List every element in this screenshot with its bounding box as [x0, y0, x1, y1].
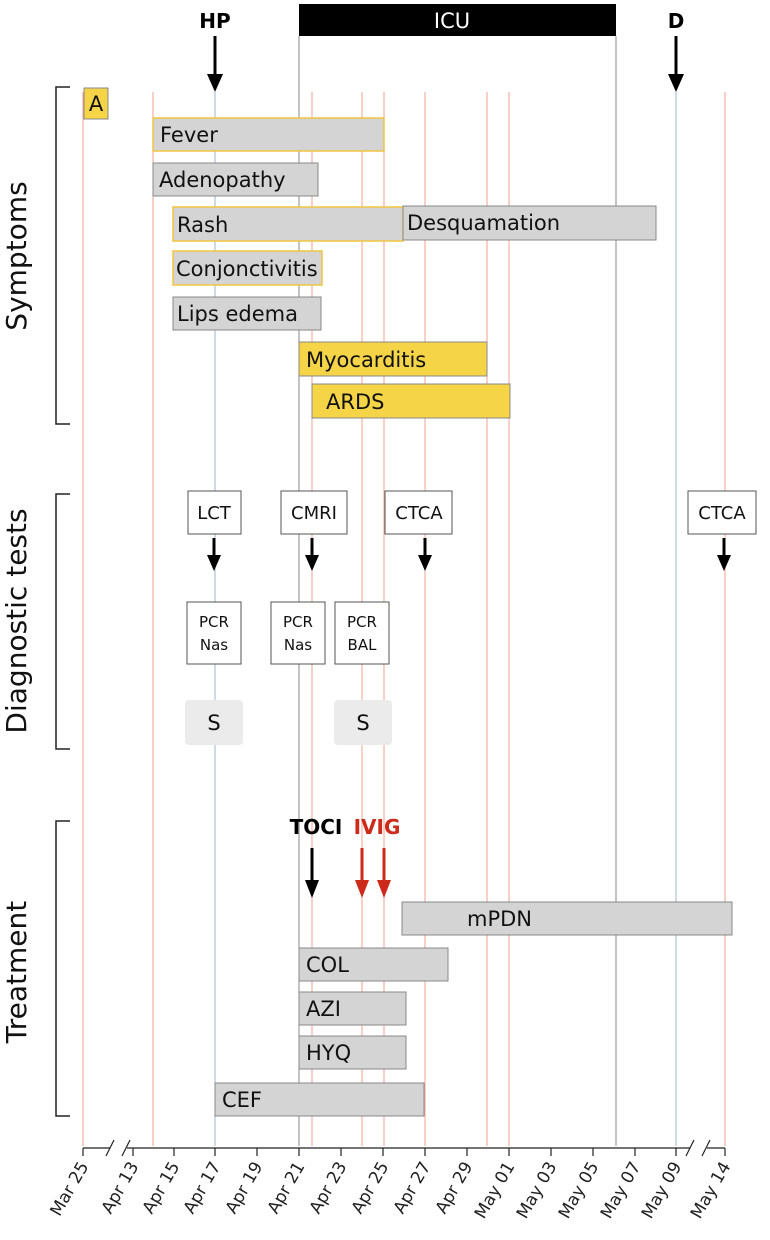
svg-text:Rash: Rash — [177, 213, 228, 237]
hp-marker: HP — [199, 9, 231, 92]
svg-text:CEF: CEF — [222, 1088, 262, 1112]
axis-break-mark — [121, 1139, 131, 1157]
svg-text:CTCA: CTCA — [395, 503, 443, 524]
axis-tick-label: Apr 15 — [139, 1159, 185, 1218]
svg-text:A: A — [89, 92, 104, 116]
axis-tick-label: Mar 25 — [46, 1159, 93, 1220]
test-box-s-1: S — [185, 700, 243, 745]
symptom-bar-myocarditis: Myocarditis — [298, 341, 488, 377]
test-box-pcr-nas-1: PCR Nas — [186, 601, 242, 665]
svg-text:mPDN: mPDN — [467, 907, 532, 931]
section-label-symptoms: Symptoms — [0, 181, 33, 330]
svg-text:Adenopathy: Adenopathy — [159, 168, 286, 192]
svg-text:Lips edema: Lips edema — [177, 302, 298, 326]
symptom-bar-lips-edema: Lips edema — [172, 296, 322, 331]
svg-text:PCR: PCR — [347, 613, 377, 631]
d-arrow-head — [668, 74, 684, 92]
axis-tick-label: Apr 21 — [264, 1159, 310, 1218]
axis-tick-label: Apr 13 — [98, 1159, 144, 1218]
symptom-bar-conjonctivitis: Conjonctivitis — [172, 250, 323, 286]
section-label-diagnostic-tests: Diagnostic tests — [0, 508, 33, 733]
treatment-bar-azi: AZI — [298, 991, 407, 1026]
section-brackets — [55, 86, 70, 1117]
svg-text:PCR: PCR — [283, 613, 313, 631]
symptom-bar-desquamation: Desquamation — [402, 205, 657, 241]
svg-text:BAL: BAL — [348, 636, 378, 654]
diagnostic-row-imaging: LCT CMRI CTCA CTCA — [187, 490, 757, 571]
svg-text:PCR: PCR — [199, 613, 229, 631]
section-label-treatment: Treatment — [0, 901, 33, 1044]
symptoms-bracket — [55, 86, 70, 425]
treatment-bar-mpdn: mPDN — [401, 901, 733, 936]
toci-label: TOCI — [290, 815, 343, 839]
test-box-ctca-2: CTCA — [687, 490, 757, 571]
svg-text:ARDS: ARDS — [326, 390, 384, 414]
axis-tick-label: Apr 25 — [348, 1159, 394, 1218]
axis-tick-label: Apr 19 — [222, 1159, 268, 1218]
svg-text:Fever: Fever — [160, 123, 218, 147]
ivig-label: IVIG — [354, 815, 401, 839]
symptom-bar-adenopathy: Adenopathy — [152, 162, 319, 197]
axis-tick-label: Apr 29 — [432, 1159, 478, 1218]
hp-arrow-head — [207, 74, 223, 92]
axis-break-mark — [105, 1139, 115, 1157]
icu-marker: ICU — [299, 4, 616, 36]
arrow-down-icon — [305, 880, 319, 898]
diagnostic-row-serology: S S — [185, 700, 392, 745]
svg-text:Desquamation: Desquamation — [407, 211, 560, 235]
treatment-markers: TOCI IVIG — [290, 815, 401, 898]
diagnostic-row-pcr: PCR Nas PCR Nas PCR BAL — [186, 601, 390, 665]
svg-text:HYQ: HYQ — [306, 1041, 351, 1065]
arrow-down-icon — [418, 555, 432, 571]
treatment-bar-col: COL — [298, 947, 449, 982]
axis-break-mark — [685, 1139, 695, 1157]
diagnostic-bracket — [55, 493, 70, 750]
svg-text:LCT: LCT — [197, 503, 232, 524]
x-axis — [83, 1139, 725, 1157]
test-box-pcr-nas-2: PCR Nas — [270, 601, 326, 665]
svg-text:Nas: Nas — [200, 636, 228, 654]
svg-text:Conjonctivitis: Conjonctivitis — [176, 257, 318, 281]
svg-text:COL: COL — [306, 953, 349, 977]
arrow-down-icon — [305, 555, 319, 571]
svg-text:CMRI: CMRI — [291, 503, 337, 524]
treatment-bracket — [55, 820, 70, 1117]
symptom-bars: A Fever Adenopathy Rash Desquamation Con… — [83, 87, 657, 419]
svg-text:Nas: Nas — [284, 636, 312, 654]
axis-tick-label: Apr 23 — [306, 1159, 352, 1218]
axis-tick-label: May 14 — [687, 1159, 735, 1223]
hp-label: HP — [199, 9, 230, 33]
icu-bar — [299, 4, 616, 36]
arrow-down-icon — [355, 880, 369, 898]
arrow-down-icon — [207, 555, 221, 571]
svg-text:AZI: AZI — [306, 997, 341, 1021]
test-box-pcr-bal: PCR BAL — [334, 601, 390, 665]
svg-text:CTCA: CTCA — [698, 503, 746, 524]
arrow-down-icon — [377, 880, 391, 898]
d-label: D — [668, 9, 685, 33]
symptom-bar-a: A — [83, 87, 109, 120]
svg-text:S: S — [207, 711, 220, 735]
test-box-ctca-1: CTCA — [384, 490, 453, 571]
treatment-bars: mPDN COL AZI HYQ CEF — [214, 901, 733, 1117]
arrow-down-icon — [717, 555, 731, 571]
treatment-bar-hyq: HYQ — [298, 1035, 407, 1070]
test-box-s-2: S — [334, 700, 392, 745]
axis-break-mark — [701, 1139, 711, 1157]
icu-label: ICU — [434, 9, 470, 33]
axis-tick-label: Apr 27 — [390, 1159, 436, 1218]
axis-tick-label: Apr 17 — [180, 1159, 226, 1218]
d-marker: D — [668, 9, 685, 92]
treatment-bar-cef: CEF — [214, 1082, 425, 1117]
symptom-bar-rash: Rash — [172, 206, 404, 242]
test-box-lct: LCT — [187, 490, 242, 571]
symptom-bar-ards: ARDS — [311, 383, 511, 419]
axis-tick-label: May 09 — [638, 1159, 686, 1223]
svg-text:Myocarditis: Myocarditis — [306, 348, 426, 372]
symptom-bar-fever: Fever — [152, 117, 385, 152]
test-box-cmri: CMRI — [280, 490, 348, 571]
svg-text:S: S — [356, 711, 369, 735]
